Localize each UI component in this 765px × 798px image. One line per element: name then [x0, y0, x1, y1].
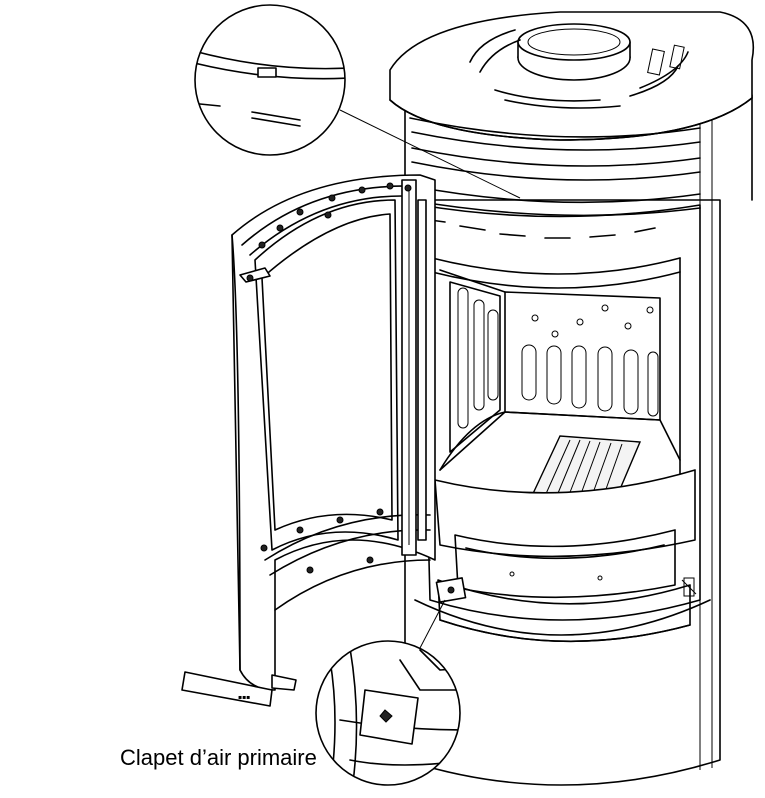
detail-circle-top: [194, 4, 521, 199]
open-door: ▪▪▪: [181, 174, 436, 707]
firebox-frame: [419, 204, 701, 621]
ash-door-area: [414, 469, 711, 643]
upper-vent-band: [409, 117, 701, 217]
firebox-interior: [439, 269, 681, 509]
caption-label: Clapet d’air primaire: [120, 745, 317, 770]
handle-logo-mark: ▪▪▪: [238, 694, 250, 701]
stove-top-cap: [389, 11, 754, 141]
detail-circle-bottom: [315, 599, 461, 786]
